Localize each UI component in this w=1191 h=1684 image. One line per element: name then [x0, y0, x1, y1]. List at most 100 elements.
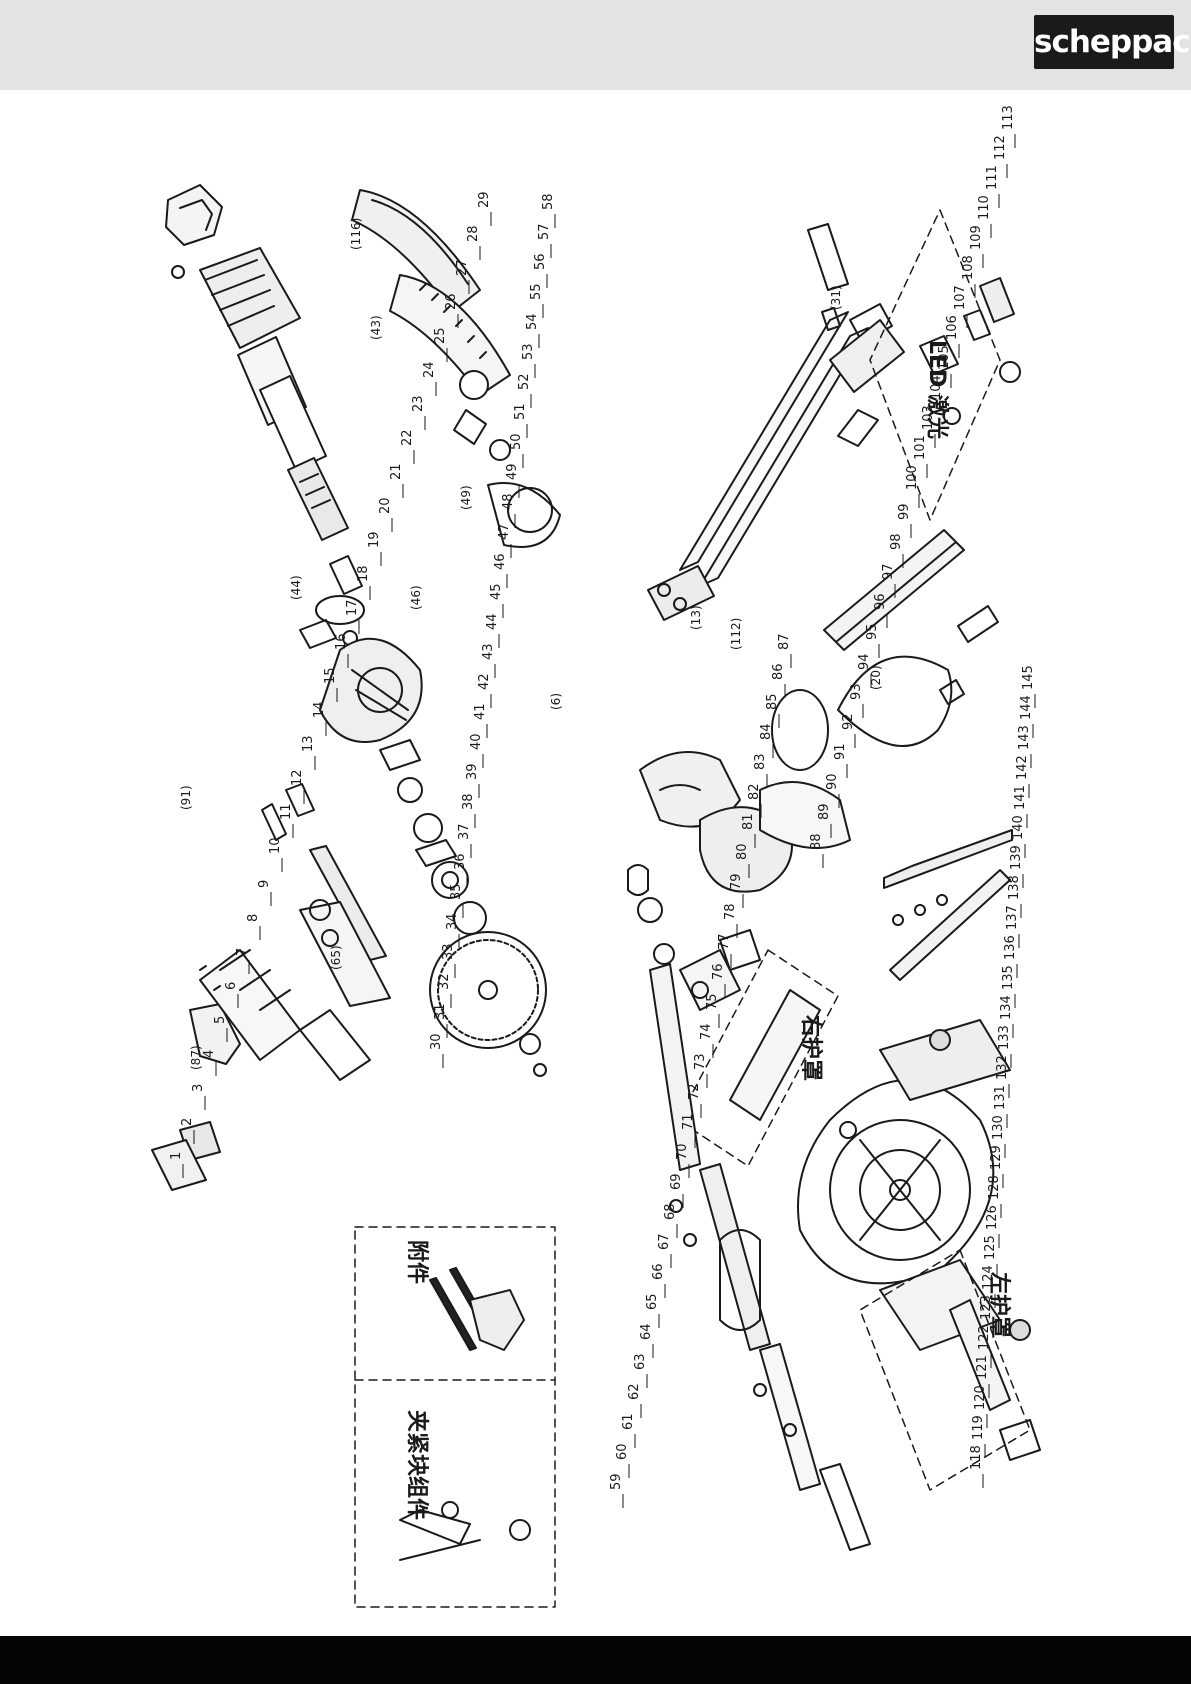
- brand-logo: scheppach: [1034, 15, 1191, 69]
- ref-callout-112: (112): [729, 618, 743, 650]
- callout-51: 51: [513, 403, 528, 420]
- callout-141: 141: [1013, 785, 1028, 810]
- callout-16: 16: [334, 633, 349, 650]
- reference-callouts: (6)(13)(112)(20)(44)(46)(43)(116)(49)(91…: [179, 218, 883, 1070]
- ref-callout-49: (49): [459, 485, 473, 510]
- callout-133: 133: [997, 1025, 1012, 1050]
- callout-83: 83: [753, 753, 768, 770]
- callout-26: 26: [444, 293, 459, 310]
- kit-box: [354, 1226, 556, 1608]
- callout-2: 2: [180, 1118, 195, 1126]
- ref-callout-91: (91): [179, 785, 193, 810]
- callout-59: 59: [609, 1473, 624, 1490]
- callout-25: 25: [433, 327, 448, 344]
- ref-callout-44: (44): [289, 575, 303, 600]
- callout-62: 62: [627, 1383, 642, 1400]
- ref-callout-87: (87): [189, 1045, 203, 1070]
- callout-57: 57: [537, 223, 552, 240]
- callout-32: 32: [437, 973, 452, 990]
- callout-91: 91: [833, 743, 848, 760]
- callout-65: 65: [645, 1293, 660, 1310]
- callout-37: 37: [457, 823, 472, 840]
- callout-24: 24: [422, 361, 437, 378]
- callout-36: 36: [453, 853, 468, 870]
- callout-20: 20: [378, 497, 393, 514]
- callout-58: 58: [541, 193, 556, 210]
- callout-15: 15: [323, 667, 338, 684]
- callout-10: 10: [268, 837, 283, 854]
- callout-84: 84: [759, 723, 774, 740]
- callout-29: 29: [477, 191, 492, 208]
- callout-77: 77: [717, 933, 732, 950]
- callout-39: 39: [465, 763, 480, 780]
- footer-band: [0, 1636, 1191, 1684]
- callout-80: 80: [735, 843, 750, 860]
- callout-60: 60: [615, 1443, 630, 1460]
- ref-callout-43: (43): [369, 315, 383, 340]
- callout-48: 48: [501, 493, 516, 510]
- callout-11: 11: [279, 803, 294, 820]
- callout-79: 79: [729, 873, 744, 890]
- callout-30: 30: [429, 1033, 444, 1050]
- led-laser-label: LED 激光: [924, 340, 950, 439]
- fence-assembly: [823, 529, 1013, 981]
- callout-28: 28: [466, 225, 481, 242]
- callout-134: 134: [999, 995, 1014, 1020]
- callout-7: 7: [235, 948, 250, 956]
- callout-53: 53: [521, 343, 536, 360]
- callout-101: 101: [913, 435, 928, 460]
- callout-72: 72: [687, 1083, 702, 1100]
- left-guard-label: 左护罩: [986, 1272, 1012, 1338]
- callout-67: 67: [657, 1233, 672, 1250]
- callout-74: 74: [699, 1023, 714, 1040]
- motor-assembly: [165, 184, 365, 646]
- ref-callout-31: (31): [829, 285, 843, 310]
- callout-120: 120: [973, 1385, 988, 1410]
- callout-9: 9: [257, 880, 272, 888]
- left-guard-box: [859, 1249, 1041, 1491]
- callout-1: 1: [169, 1152, 184, 1160]
- callout-100: 100: [905, 465, 920, 490]
- callout-68: 68: [663, 1203, 678, 1220]
- callout-70: 70: [675, 1143, 690, 1160]
- callout-139: 139: [1009, 845, 1024, 870]
- callout-110: 110: [977, 195, 992, 220]
- callout-107: 107: [953, 285, 968, 310]
- callout-13: 13: [301, 735, 316, 752]
- callout-108: 108: [961, 255, 976, 280]
- callout-4: 4: [202, 1050, 217, 1058]
- ref-callout-116: (116): [349, 218, 363, 250]
- callout-6: 6: [224, 982, 239, 990]
- callout-103: 103: [921, 405, 936, 430]
- callout-46: 46: [493, 553, 508, 570]
- callout-113: 113: [1001, 105, 1016, 130]
- callout-35: 35: [449, 883, 464, 900]
- handle-assembly: [151, 783, 391, 1191]
- callout-42: 42: [477, 673, 492, 690]
- callout-89: 89: [817, 803, 832, 820]
- callout-126: 126: [985, 1205, 1000, 1230]
- callout-63: 63: [633, 1353, 648, 1370]
- ref-callout-20: (20): [869, 665, 883, 690]
- callout-27: 27: [455, 259, 470, 276]
- callout-33: 33: [441, 943, 456, 960]
- callout-71: 71: [681, 1113, 696, 1130]
- callout-73: 73: [693, 1053, 708, 1070]
- callout-87: 87: [777, 633, 792, 650]
- callout-140: 140: [1011, 815, 1026, 840]
- callout-82: 82: [747, 783, 762, 800]
- ref-callout-65: (65): [329, 945, 343, 970]
- callout-92: 92: [841, 713, 856, 730]
- callout-96: 96: [873, 593, 888, 610]
- callout-85: 85: [765, 693, 780, 710]
- callout-112: 112: [993, 135, 1008, 160]
- callout-144: 144: [1019, 695, 1034, 720]
- exploded-parts-diagram: 1234567891011121314151617181920212223242…: [151, 105, 1041, 1608]
- callout-14: 14: [312, 701, 327, 718]
- accessories-label: 附件: [404, 1240, 430, 1284]
- callout-142: 142: [1015, 755, 1030, 780]
- callout-45: 45: [489, 583, 504, 600]
- callout-34: 34: [445, 913, 460, 930]
- callout-129: 129: [989, 1145, 1004, 1170]
- slide-rail-assembly: [647, 223, 905, 621]
